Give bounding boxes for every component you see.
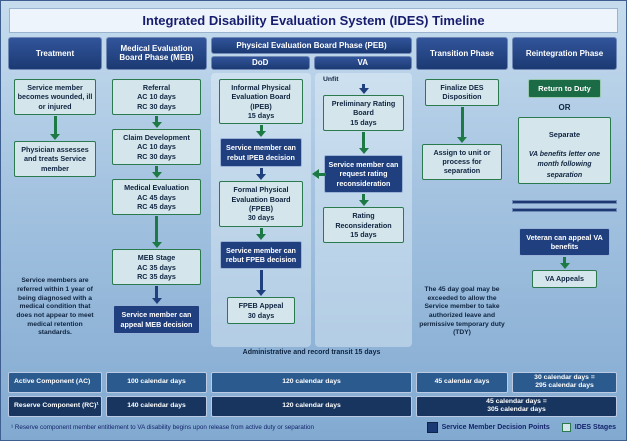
unfit-label: Unfit <box>323 76 339 83</box>
active-total-days: 30 calendar days = 295 calendar days <box>512 372 617 393</box>
stage-referral: Referral AC 10 days RC 30 days <box>112 79 201 116</box>
reserve-meb-days: 140 calendar days <box>106 395 207 417</box>
stage-rating-reconsideration: Rating Reconsideration 15 days <box>322 207 405 244</box>
header-peb: Physical Evaluation Board Phase (PEB) <box>211 37 412 54</box>
arrow-down-icon <box>358 84 369 94</box>
arrow-down-icon <box>358 194 369 207</box>
stage-return-to-duty: Return to Duty <box>527 79 602 98</box>
stage-fpeb: Formal Physical Evaluation Board (FPEB) … <box>218 181 304 227</box>
stage-separate: Separate VA benefits letter one month fo… <box>518 117 611 184</box>
footnote: ¹ Reserve component member entitlement t… <box>11 423 314 431</box>
column-va: Unfit Preliminary Rating Board 15 days S… <box>312 73 412 348</box>
or-label: OR <box>558 103 571 112</box>
header-transition: Transition Phase <box>416 37 508 70</box>
decision-rebut-fpeb: Service member can rebut FPEB decision <box>219 240 303 270</box>
decision-point-swatch-icon <box>426 421 438 433</box>
arrow-down-icon <box>151 166 162 179</box>
decision-appeal-meb: Service member can appeal MEB decision <box>113 305 200 335</box>
arrow-down-icon <box>151 116 162 129</box>
arrow-down-icon <box>256 125 266 138</box>
summary-row-reserve: Reserve Component (RC)¹ 140 calendar day… <box>1 395 626 417</box>
arrow-left-icon <box>312 169 326 179</box>
phase-headers: Treatment Medical Evaluation Board Phase… <box>1 37 626 70</box>
legend-decision-points: Service Member Decision Points <box>426 421 550 433</box>
separate-title: Separate <box>548 130 581 140</box>
stage-medical-evaluation: Medical Evaluation AC 45 days RC 45 days <box>112 179 201 216</box>
reserve-label: Reserve Component (RC)¹ <box>8 395 102 417</box>
reserve-peb-days: 120 calendar days <box>211 395 412 417</box>
arrow-down-icon <box>559 257 570 270</box>
stage-meb-stage: MEB Stage AC 35 days RC 35 days <box>112 249 201 286</box>
stage-claim-development: Claim Development AC 10 days RC 30 days <box>112 129 201 166</box>
stage-ipeb: Informal Physical Evaluation Board (IPEB… <box>218 79 304 125</box>
header-dod: DoD <box>211 56 310 70</box>
column-meb: Referral AC 10 days RC 30 days Claim Dev… <box>106 73 207 347</box>
peb-footer-note: Administrative and record transit 15 day… <box>242 349 381 357</box>
separate-text: VA benefits letter one month following s… <box>528 151 601 179</box>
ides-stage-swatch-icon <box>561 422 571 432</box>
header-reintegration: Reintegration Phase <box>512 37 617 70</box>
section-divider <box>512 199 617 204</box>
column-dod: Informal Physical Evaluation Board (IPEB… <box>211 73 311 348</box>
legend-ides-stages: IDES Stages <box>561 422 616 432</box>
header-meb: Medical Evaluation Board Phase (MEB) <box>106 37 207 70</box>
treatment-note: Service members are referred within 1 ye… <box>16 277 94 337</box>
arrow-down-icon <box>256 168 266 181</box>
stage-fpeb-appeal: FPEB Appeal 30 days <box>227 297 295 325</box>
arrow-down-icon <box>151 216 162 249</box>
header-treatment: Treatment <box>8 37 102 70</box>
legend-stages-label: IDES Stages <box>574 423 616 431</box>
legend: Service Member Decision Points IDES Stag… <box>426 421 616 433</box>
stage-preliminary-rating: Preliminary Rating Board 15 days <box>322 95 405 132</box>
header-peb-group: Physical Evaluation Board Phase (PEB) Do… <box>211 37 412 70</box>
active-meb-days: 100 calendar days <box>106 372 207 393</box>
column-treatment: Service member becomes wounded, ill or i… <box>8 73 102 347</box>
decision-rebut-ipeb: Service member can rebut IPEB decision <box>219 138 303 168</box>
decision-appeal-va: Veteran can appeal VA benefits <box>519 227 610 257</box>
stage-assign-unit: Assign to unit or process for separation <box>421 143 503 180</box>
column-reintegration: Return to Duty OR Separate VA benefits l… <box>512 73 617 347</box>
section-divider <box>512 207 617 212</box>
header-va: VA <box>313 56 412 70</box>
transition-note: The 45 day goal may be exceeded to allow… <box>419 285 505 337</box>
flow-area: Service member becomes wounded, ill or i… <box>1 73 626 369</box>
reserve-total-days: 45 calendar days = 305 calendar days <box>416 395 617 417</box>
active-transition-days: 45 calendar days <box>416 372 508 393</box>
active-peb-days: 120 calendar days <box>211 372 412 393</box>
active-label: Active Component (AC) <box>8 372 102 393</box>
column-transition: Finalize DES Disposition Assign to unit … <box>416 73 508 347</box>
arrow-down-icon <box>151 286 162 305</box>
decision-request-reconsideration: Service member can request rating recons… <box>323 155 404 194</box>
arrow-down-icon <box>256 270 266 297</box>
arrow-down-icon <box>358 132 369 155</box>
arrow-down-icon <box>457 106 467 143</box>
arrow-down-icon <box>256 227 266 240</box>
summary-row-active: Active Component (AC) 100 calendar days … <box>1 372 626 393</box>
stage-va-appeals: VA Appeals <box>531 270 598 288</box>
legend-decision-label: Service Member Decision Points <box>441 423 550 431</box>
bottom-bar: ¹ Reserve component member entitlement t… <box>11 421 616 433</box>
arrow-down-icon <box>50 116 60 141</box>
stage-wounded: Service member becomes wounded, ill or i… <box>13 79 97 116</box>
stage-finalize-des: Finalize DES Disposition <box>425 79 499 106</box>
page-title: Integrated Disability Evaluation System … <box>9 8 618 33</box>
stage-physician: Physician assesses and treats Service me… <box>13 141 97 178</box>
